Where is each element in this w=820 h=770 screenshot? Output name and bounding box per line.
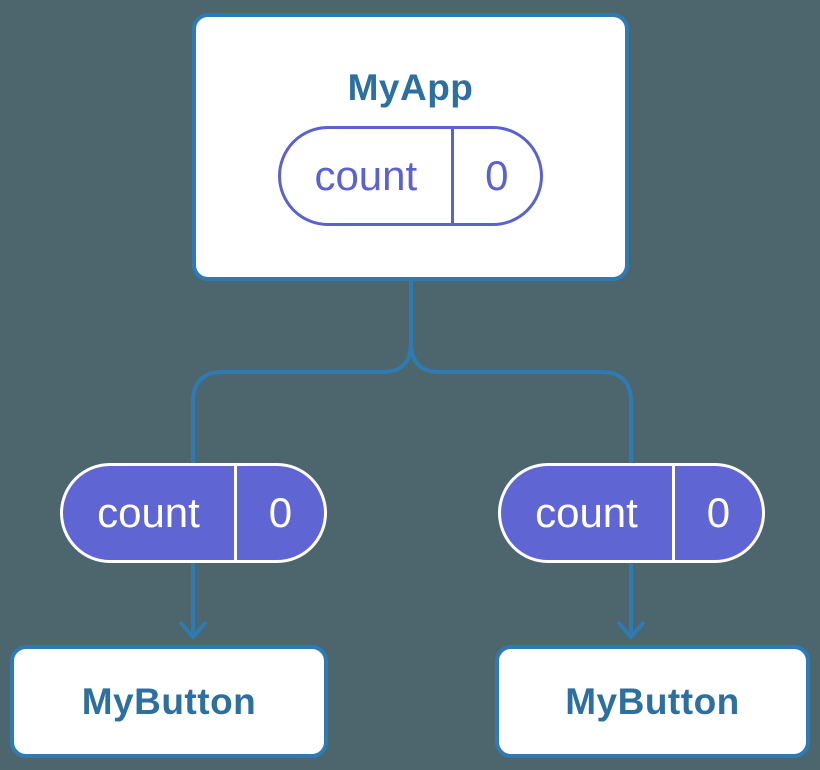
pill-divider: [671, 466, 675, 560]
left-arrowhead-icon: [178, 620, 208, 639]
prop-value-label: 0: [268, 489, 293, 536]
mybutton-node-title: MyButton: [81, 681, 257, 722]
myapp-state-pill: count 0: [278, 125, 543, 226]
prop-name-label: count: [535, 489, 638, 536]
state-value-label: 0: [485, 151, 509, 199]
state-name-label: count: [314, 151, 418, 199]
left-prop-pill: count 0: [60, 463, 327, 563]
mybutton-node-title: MyButton: [565, 681, 740, 722]
pill-divider: [233, 466, 237, 560]
myapp-node: MyApp count 0: [192, 13, 629, 281]
right-arrowhead-icon: [616, 620, 646, 639]
right-branch-connector: [409, 341, 633, 633]
right-mybutton-node: MyButton: [495, 645, 810, 758]
right-prop-pill: count 0: [498, 463, 765, 563]
pill-divider: [450, 128, 454, 223]
myapp-node-title: MyApp: [347, 66, 474, 108]
left-mybutton-node: MyButton: [10, 645, 328, 758]
prop-name-label: count: [97, 489, 200, 536]
left-branch-connector: [191, 341, 413, 633]
prop-value-label: 0: [706, 489, 731, 536]
